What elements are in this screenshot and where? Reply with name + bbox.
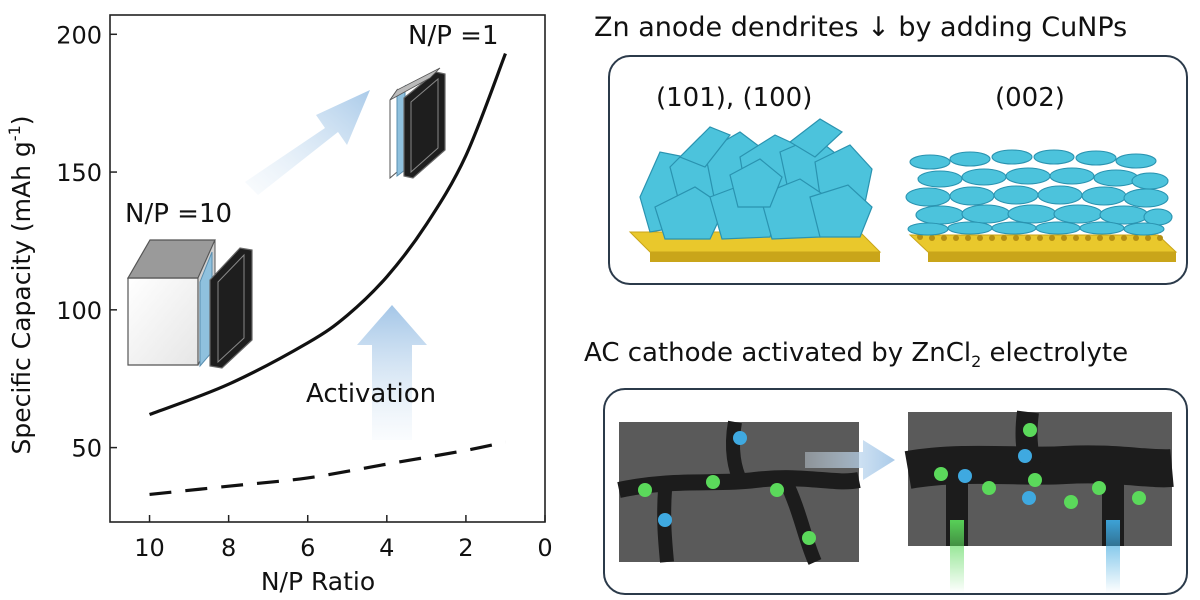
activation-arrow — [357, 305, 427, 440]
ac-pore-illustration — [617, 410, 1174, 593]
label-np10: N/P =10 — [125, 199, 232, 229]
pristine-carbon-block — [617, 420, 861, 565]
series-line-dashed — [149, 440, 506, 497]
x-tick-label: 2 — [458, 534, 473, 562]
ac-cathode-panel — [603, 388, 1188, 595]
chart-series — [148, 52, 507, 497]
cell-np1-icon — [389, 67, 446, 180]
activated-carbon-block — [904, 410, 1174, 593]
y-axis-title: Specific Capacity (mAh g-1) — [5, 115, 36, 454]
y-tick-label: 200 — [56, 21, 102, 49]
y-tick-label: 150 — [56, 159, 102, 187]
activation-right-arrow — [805, 440, 895, 480]
label-np1: N/P =1 — [408, 21, 498, 51]
bottom-panel-title: AC cathode activated by ZnCl2 electrolyt… — [584, 338, 1129, 372]
planar-zn-substrate — [905, 149, 1178, 262]
label-activation: Activation — [306, 379, 436, 409]
x-tick-label: 10 — [134, 534, 165, 562]
y-tick-label: 100 — [56, 297, 102, 325]
cell-np10-icon — [126, 239, 253, 369]
facet-label-left: (101), (100) — [656, 83, 813, 113]
x-tick-label: 6 — [300, 534, 315, 562]
plot-frame — [109, 14, 546, 523]
x-axis-title: N/P Ratio — [261, 567, 375, 596]
np-increase-arrow — [245, 90, 370, 195]
y-tick-label: 50 — [71, 435, 102, 463]
x-tick-label: 0 — [537, 534, 552, 562]
capacity-chart: 10 8 6 4 2 0 50 100 150 200 N/P =10 N/P =1 Activa… — [5, 14, 553, 596]
x-tick-label: 8 — [221, 534, 236, 562]
top-panel-title: Zn anode dendrites ↓ by adding CuNPs — [594, 12, 1128, 43]
facet-label-right: (002) — [995, 83, 1065, 113]
series-line-solid — [148, 52, 507, 417]
x-tick-label: 4 — [379, 534, 394, 562]
dendritic-zn-substrate — [628, 118, 882, 262]
zn-deposition-illustration — [628, 118, 1178, 262]
chart-axes: 10 8 6 4 2 0 50 100 150 200 — [56, 14, 553, 562]
zn-anode-panel: (101), (100) (002) — [608, 55, 1188, 285]
